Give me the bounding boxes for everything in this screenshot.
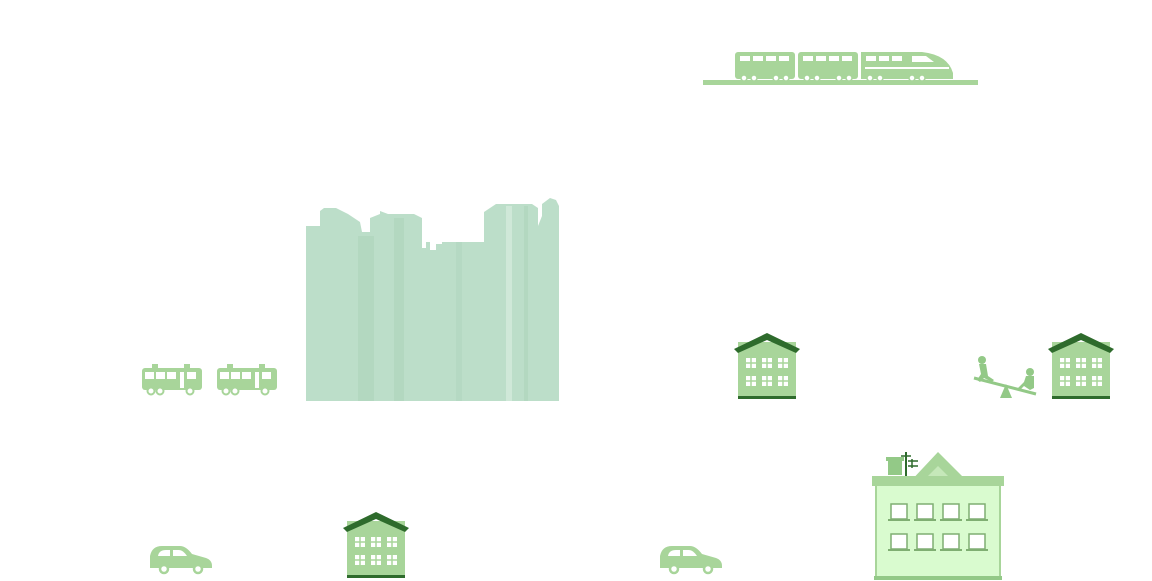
- train-icon: [703, 52, 978, 85]
- house-icon: [343, 512, 409, 578]
- house-icon: [1048, 333, 1114, 399]
- city-skyline-icon: [306, 198, 559, 401]
- car-icon: [150, 546, 212, 575]
- house-icon: [734, 333, 800, 399]
- car-icon: [660, 546, 722, 575]
- bus-icon: [142, 364, 202, 396]
- seesaw-playground-icon: [973, 356, 1037, 398]
- school-building-icon: [872, 452, 1004, 580]
- bus-icon: [217, 364, 277, 396]
